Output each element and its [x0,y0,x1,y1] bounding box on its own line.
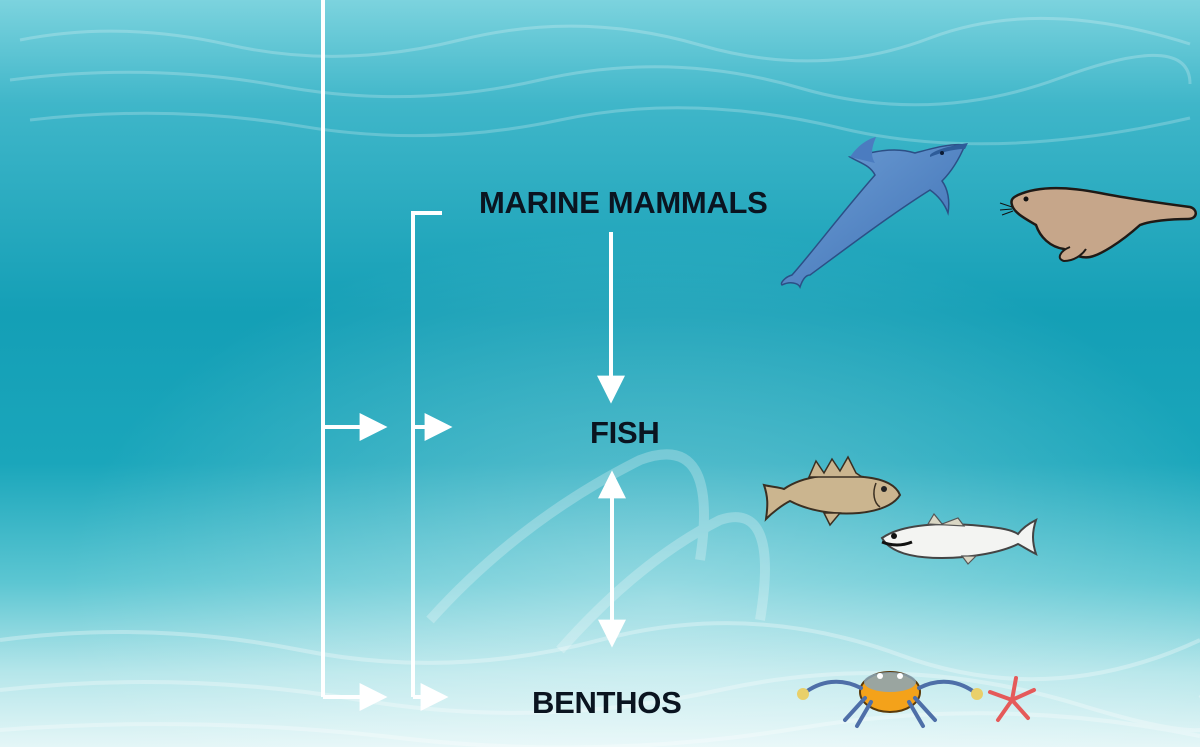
label-fish: FISH [590,415,659,451]
label-benthos: BENTHOS [532,685,681,721]
label-marine-mammals: MARINE MAMMALS [479,185,768,221]
